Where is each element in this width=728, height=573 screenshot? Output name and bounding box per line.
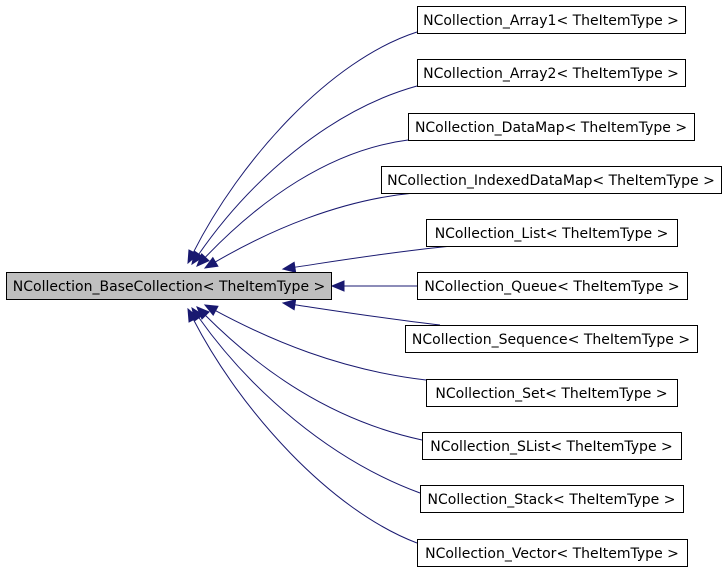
inheritance-edge: [293, 304, 441, 326]
base-class-box: [6, 272, 332, 300]
derived-class-node[interactable]: NCollection_List< TheItemType >: [426, 219, 678, 247]
derived-class-node[interactable]: NCollection_Array2< TheItemType >: [417, 59, 686, 87]
inheritance-edge: [197, 316, 421, 494]
base-class-label: NCollection_BaseCollection< TheItemType …: [13, 279, 325, 295]
derived-class-box: [426, 219, 678, 247]
derived-class-box: [405, 325, 698, 353]
derived-class-label: NCollection_DataMap< TheItemType >: [415, 120, 687, 136]
inheritance-edge: [293, 245, 453, 268]
inheritance-arrowhead: [281, 261, 297, 273]
derived-class-box: [408, 113, 695, 141]
derived-class-label: NCollection_List< TheItemType >: [435, 226, 669, 242]
derived-class-node[interactable]: NCollection_Array1< TheItemType >: [417, 6, 686, 34]
derived-class-node[interactable]: NCollection_Vector< TheItemType >: [417, 539, 688, 567]
inheritance-edge: [204, 314, 423, 441]
derived-class-box: [422, 432, 682, 460]
inheritance-arrowhead: [196, 252, 210, 267]
derived-class-label: NCollection_Sequence< TheItemType >: [412, 332, 690, 348]
inheritance-arrowhead: [187, 307, 199, 323]
base-class-node[interactable]: NCollection_BaseCollection< TheItemType …: [6, 272, 332, 300]
inheritance-arrowhead: [203, 256, 219, 269]
derived-class-node[interactable]: NCollection_DataMap< TheItemType >: [408, 113, 695, 141]
derived-class-node[interactable]: NCollection_IndexedDataMap< TheItemType …: [381, 166, 722, 194]
inheritance-arrowhead: [281, 299, 297, 311]
derived-class-node[interactable]: NCollection_Queue< TheItemType >: [417, 272, 688, 300]
derived-class-box: [417, 272, 688, 300]
derived-class-node[interactable]: NCollection_Set< TheItemType >: [426, 379, 678, 407]
inheritance-edge: [214, 309, 427, 381]
derived-class-label: NCollection_Set< TheItemType >: [435, 386, 667, 402]
inheritance-arrowhead: [191, 250, 204, 266]
inheritance-edge: [192, 31, 418, 254]
derived-class-box: [417, 59, 686, 87]
inheritance-arrowhead: [330, 280, 345, 292]
derived-class-node[interactable]: NCollection_SList< TheItemType >: [422, 432, 682, 460]
inheritance-edge: [214, 192, 415, 263]
derived-class-box: [381, 166, 722, 194]
derived-class-label: NCollection_Stack< TheItemType >: [428, 492, 676, 508]
derived-class-label: NCollection_Array1< TheItemType >: [423, 13, 679, 29]
derived-class-label: NCollection_Array2< TheItemType >: [423, 66, 679, 82]
derived-class-box: [426, 379, 678, 407]
inheritance-edge: [192, 318, 418, 544]
derived-class-label: NCollection_Vector< TheItemType >: [425, 546, 679, 562]
inheritance-edges: [187, 31, 453, 544]
derived-class-box: [417, 539, 688, 567]
derived-class-label: NCollection_Queue< TheItemType >: [424, 279, 679, 295]
derived-class-label: NCollection_IndexedDataMap< TheItemType …: [387, 173, 715, 189]
derived-class-node[interactable]: NCollection_Stack< TheItemType >: [420, 485, 684, 513]
class-nodes: NCollection_BaseCollection< TheItemType …: [6, 6, 722, 567]
inheritance-edge: [204, 139, 409, 259]
derived-class-label: NCollection_SList< TheItemType >: [430, 439, 673, 455]
inheritance-edge: [197, 85, 418, 256]
derived-class-box: [420, 485, 684, 513]
inheritance-arrowhead: [203, 304, 219, 316]
derived-class-node[interactable]: NCollection_Sequence< TheItemType >: [405, 325, 698, 353]
derived-class-box: [417, 6, 686, 34]
